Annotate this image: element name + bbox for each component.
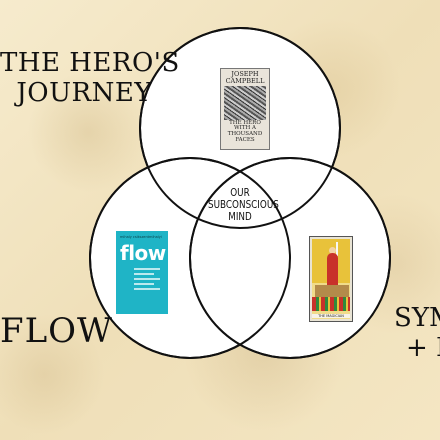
label-flow: FLOW [0,311,113,351]
label-heros-journey: THE HERO'S JOURNEY [0,48,180,108]
label-subconscious-mind: OUR SUBCONSCIOUS MIND [208,186,279,224]
tarot-card-icon: THE MAGICIAN [309,236,353,322]
book-author: mihaly csikszentmihalyi [120,235,162,239]
book-blurb-line [134,268,160,270]
book-cover-art-icon [224,85,266,120]
book-blurb-line [134,288,160,290]
book-blurb-line [134,273,154,275]
book-cover-flow: mihaly csikszentmihalyi flow [116,231,168,314]
tarot-caption: THE MAGICIAN [312,314,350,318]
book-author: JOSEPH CAMPBELL [225,70,265,85]
book-blurb-line [134,283,154,285]
book-cover-hero-with-a-thousand-faces: JOSEPH CAMPBELL THE HERO WITH A THOUSAND… [220,68,270,150]
label-symbolism: SYM + R [394,303,440,363]
book-title: THE HERO WITH A THOUSAND FACES [227,119,263,143]
book-blurb-line [134,278,160,280]
book-title: flow [120,241,166,265]
